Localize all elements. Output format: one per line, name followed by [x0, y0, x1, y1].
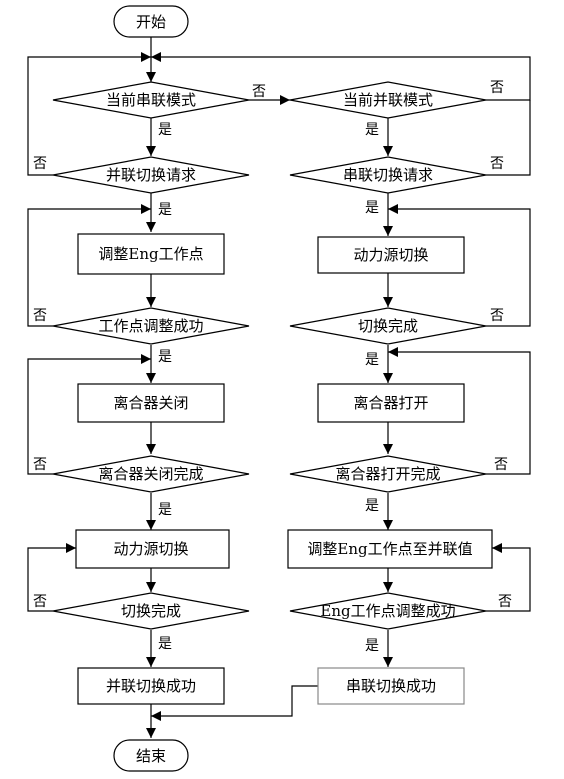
label-no: 否 — [33, 308, 47, 324]
decision-switch-done-right: 切换完成 — [289, 307, 487, 345]
svg-text:动力源切换: 动力源切换 — [113, 540, 188, 558]
decision-parallel-request: 并联切换请求 — [52, 156, 250, 194]
svg-text:切换完成: 切换完成 — [121, 602, 181, 620]
loop-right-d4 — [388, 347, 531, 475]
label-yes: 是 — [158, 636, 172, 652]
svg-text:离合器打开完成: 离合器打开完成 — [335, 465, 440, 483]
label-no: 否 — [490, 80, 504, 96]
svg-text:当前串联模式: 当前串联模式 — [106, 91, 196, 109]
label-yes: 是 — [365, 122, 379, 138]
label-yes: 是 — [158, 122, 172, 138]
loop-right-d2 — [486, 100, 531, 176]
svg-text:工作点调整成功: 工作点调整成功 — [98, 317, 203, 335]
svg-text:并联切换成功: 并联切换成功 — [106, 677, 196, 695]
label-yes: 是 — [158, 349, 172, 365]
svg-text:串联切换成功: 串联切换成功 — [346, 677, 436, 695]
svg-text:调整Eng工作点至并联值: 调整Eng工作点至并联值 — [307, 540, 472, 558]
process-power-switch-right: 动力源切换 — [317, 236, 465, 274]
process-clutch-close: 离合器关闭 — [77, 383, 225, 423]
label-yes: 是 — [365, 498, 379, 514]
loop-left-d5 — [27, 543, 76, 612]
process-series-success: 串联切换成功 — [317, 667, 465, 705]
process-parallel-success: 并联切换成功 — [77, 667, 225, 705]
svg-text:Eng工作点调整成功: Eng工作点调整成功 — [320, 602, 455, 620]
label-no: 否 — [490, 308, 504, 324]
svg-text:串联切换请求: 串联切换请求 — [343, 166, 433, 184]
process-adjust-eng: 调整Eng工作点 — [77, 233, 225, 275]
svg-text:离合器打开: 离合器打开 — [353, 394, 428, 412]
decision-series-request: 串联切换请求 — [289, 156, 487, 194]
decision-eng-adjust-success: Eng工作点调整成功 — [289, 592, 487, 630]
process-adjust-eng-parallel: 调整Eng工作点至并联值 — [287, 529, 493, 569]
start-label: 开始 — [136, 13, 166, 31]
decision-parallel-mode: 当前并联模式 — [289, 81, 487, 119]
label-yes: 是 — [158, 202, 172, 218]
label-yes: 是 — [365, 200, 379, 216]
decision-clutch-open-done: 离合器打开完成 — [289, 455, 487, 493]
start-terminal: 开始 — [113, 5, 189, 38]
label-yes: 是 — [365, 638, 379, 654]
decision-switch-done-left: 切换完成 — [52, 592, 250, 630]
svg-text:并联切换请求: 并联切换请求 — [106, 166, 196, 184]
loop-right-d3 — [388, 204, 531, 327]
label-no: 否 — [33, 156, 47, 172]
label-yes: 是 — [158, 502, 172, 518]
end-label: 结束 — [136, 747, 166, 765]
loop-right-d5 — [486, 543, 531, 612]
label-no: 否 — [490, 156, 504, 172]
label-no: 否 — [494, 457, 508, 473]
label-no: 否 — [498, 594, 512, 610]
loop-left-d3 — [27, 204, 151, 327]
decision-clutch-close-done: 离合器关闭完成 — [52, 455, 250, 493]
svg-text:离合器关闭完成: 离合器关闭完成 — [98, 465, 203, 483]
decision-adjust-success: 工作点调整成功 — [52, 307, 250, 345]
svg-text:动力源切换: 动力源切换 — [353, 246, 428, 264]
label-no: 否 — [33, 457, 47, 473]
process-clutch-open: 离合器打开 — [317, 383, 465, 423]
label-no: 否 — [33, 594, 47, 610]
loop-left-d2 — [27, 52, 151, 176]
svg-text:调整Eng工作点: 调整Eng工作点 — [98, 245, 203, 263]
svg-text:切换完成: 切换完成 — [358, 317, 418, 335]
label-no: 否 — [252, 84, 266, 100]
svg-text:当前并联模式: 当前并联模式 — [343, 91, 433, 109]
process-power-switch-left: 动力源切换 — [75, 529, 230, 569]
loop-right-d1 — [151, 52, 531, 101]
svg-text:离合器关闭: 离合器关闭 — [113, 394, 188, 412]
loop-left-d4 — [27, 354, 151, 475]
connector-right-final — [151, 685, 318, 721]
decision-series-mode: 当前串联模式 — [52, 81, 250, 119]
end-terminal: 结束 — [113, 739, 189, 772]
label-yes: 是 — [365, 352, 379, 368]
